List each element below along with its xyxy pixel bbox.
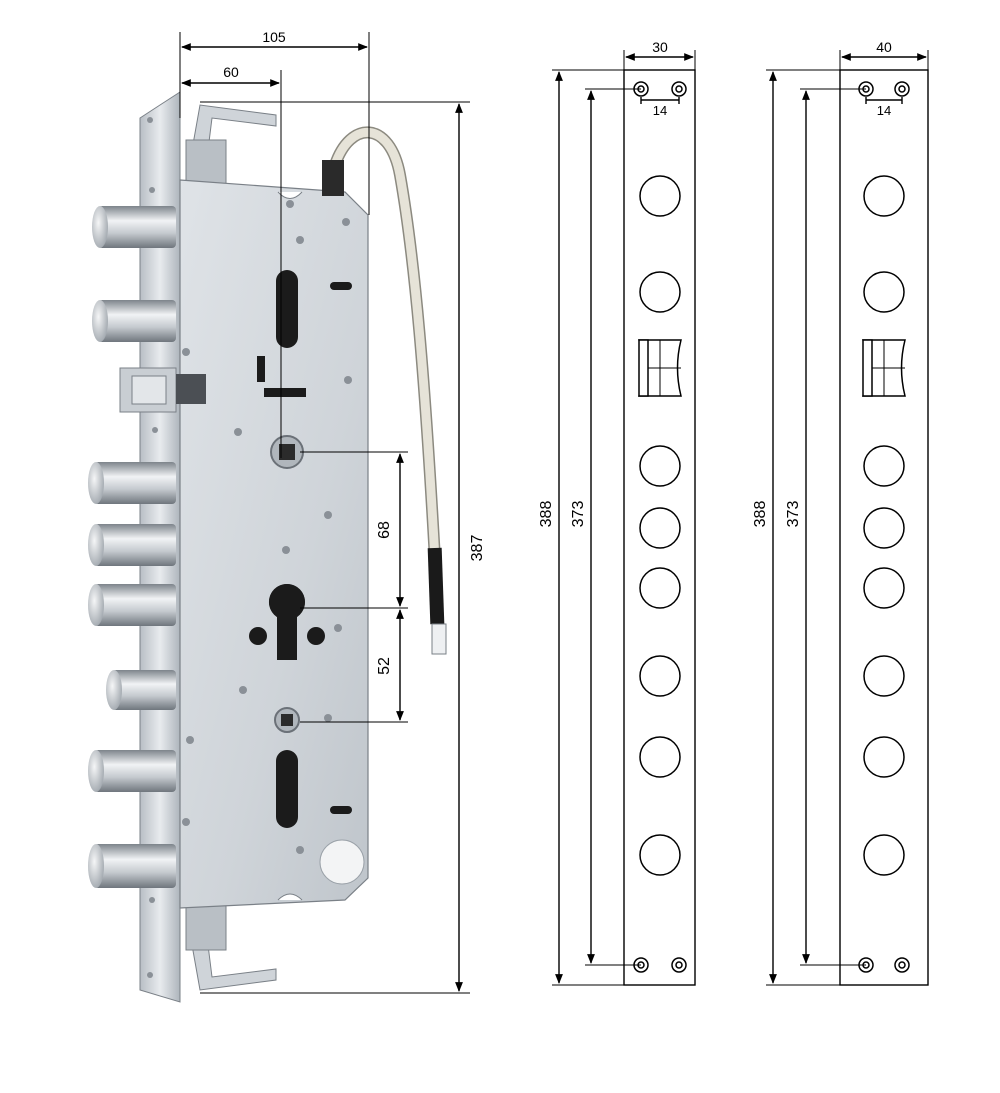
dim-strike2-height: 388 bbox=[752, 501, 769, 528]
cable-connector bbox=[431, 623, 447, 655]
dim-strike1-screw-height: 373 bbox=[570, 501, 587, 528]
dim-strike2-width: 40 bbox=[876, 39, 892, 55]
dim-spindle-cylinder: 68 bbox=[376, 521, 393, 539]
lock-case bbox=[179, 179, 369, 909]
label-sticker bbox=[319, 839, 365, 885]
lock-bolts bbox=[88, 206, 176, 888]
dim-cam-offset: 60 bbox=[223, 64, 239, 80]
bottom-bracket-block bbox=[185, 904, 227, 951]
mortise-lock bbox=[88, 91, 447, 1003]
dim-strike1-spacing: 14 bbox=[653, 103, 667, 118]
bottom-hook-bracket bbox=[191, 944, 277, 991]
dim-strike2-spacing: 14 bbox=[877, 103, 891, 118]
strike-bolt-holes bbox=[639, 175, 681, 876]
lower-slot bbox=[276, 750, 298, 828]
lock-dimensions: 105 60 387 68 52 bbox=[179, 29, 486, 994]
dim-strike1-height: 388 bbox=[538, 501, 555, 528]
cable-boot bbox=[322, 160, 344, 196]
cable-sleeve bbox=[427, 547, 445, 625]
strike-plate-40: 40 14 388 373 bbox=[752, 39, 929, 986]
dim-strike2-screw-height: 373 bbox=[785, 501, 802, 528]
strike-bolt-holes bbox=[863, 175, 905, 876]
strike-plate-30: 30 14 388 373 bbox=[538, 39, 696, 986]
dim-strike1-width: 30 bbox=[652, 39, 668, 55]
strike-latch-opening bbox=[862, 339, 906, 397]
dim-overall-width: 105 bbox=[262, 29, 286, 45]
dim-cylinder-lower: 52 bbox=[376, 657, 393, 675]
upper-slot bbox=[276, 270, 298, 348]
latch-block bbox=[119, 367, 206, 413]
dim-height: 387 bbox=[469, 535, 486, 562]
strike-latch-opening bbox=[638, 339, 682, 397]
